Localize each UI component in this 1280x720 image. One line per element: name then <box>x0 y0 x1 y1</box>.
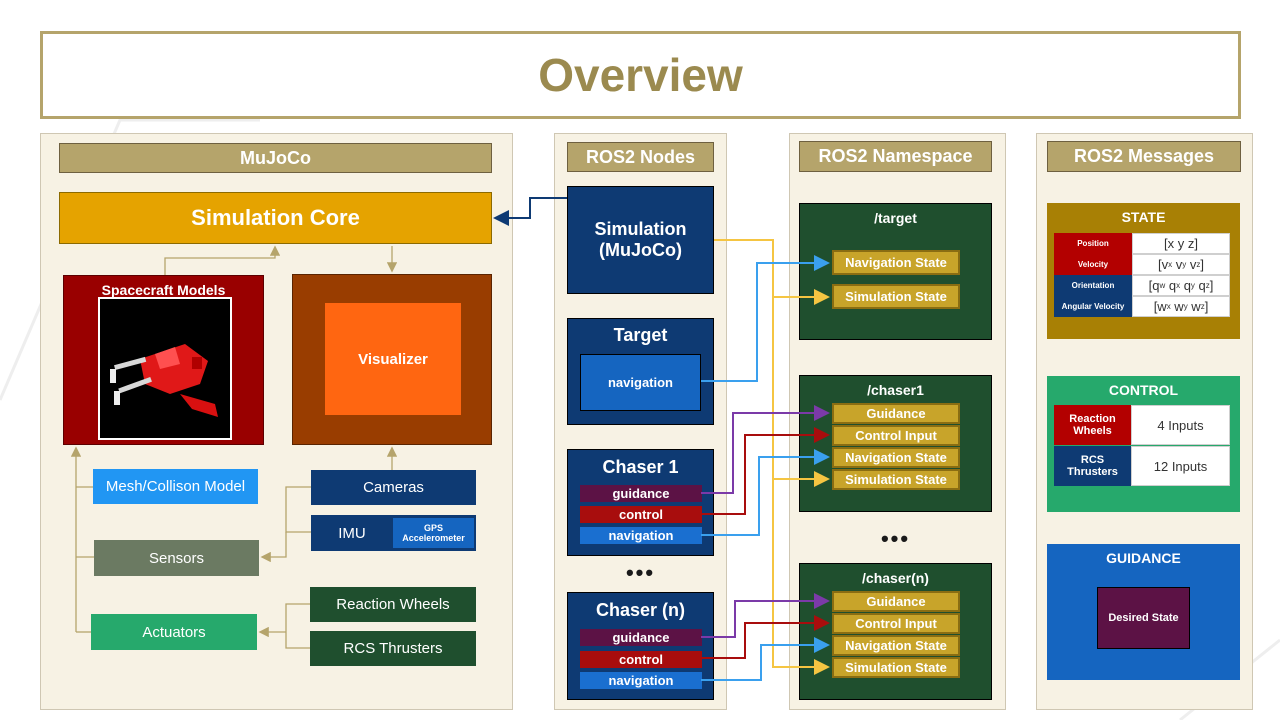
rcs-thrusters[interactable]: RCS Thrusters <box>310 631 476 666</box>
chaser1-simulation-state-topic[interactable]: Simulation State <box>832 469 960 490</box>
chaser1-navigation-state-topic[interactable]: Navigation State <box>832 447 960 468</box>
target-node-title: Target <box>613 325 668 345</box>
chaser1-node-title: Chaser 1 <box>602 457 679 477</box>
chasern-namespace-title: /chaser(n) <box>862 570 929 586</box>
simulation-node[interactable]: Simulation (MuJoCo) <box>567 186 714 294</box>
messages-header: ROS2 Messages <box>1047 141 1241 172</box>
chasern-navigation[interactable]: navigation <box>580 672 702 689</box>
imu-label: IMU <box>338 524 366 542</box>
control-reaction-wheels-label: Reaction Wheels <box>1054 405 1131 445</box>
namespace-ellipsis: ••• <box>880 526 911 551</box>
control-reaction-wheels-value: 4 Inputs <box>1131 405 1230 445</box>
state-orientation-label: Orientation <box>1054 275 1132 296</box>
state-position-label: Position <box>1054 233 1132 254</box>
chasern-node[interactable]: Chaser (n) guidance control navigation <box>567 592 714 700</box>
chasern-namespace: /chaser(n) Guidance Control Input Naviga… <box>799 563 992 700</box>
state-velocity-label: Velocity <box>1054 254 1132 275</box>
target-simulation-state-topic[interactable]: Simulation State <box>832 284 960 309</box>
title-banner: Overview <box>40 31 1241 119</box>
target-namespace: /target Navigation State Simulation Stat… <box>799 203 992 340</box>
spacecraft-models[interactable]: Spacecraft Models <box>63 275 264 445</box>
chaser1-node[interactable]: Chaser 1 guidance control navigation <box>567 449 714 556</box>
chasern-navigation-state-topic[interactable]: Navigation State <box>832 635 960 656</box>
chasern-control-input-topic[interactable]: Control Input <box>832 613 960 634</box>
chaser1-namespace-title: /chaser1 <box>867 382 924 398</box>
spacecraft-icon <box>110 344 218 417</box>
chaser1-navigation[interactable]: navigation <box>580 527 702 544</box>
target-navigation[interactable]: navigation <box>580 354 701 411</box>
chaser1-control-input-topic[interactable]: Control Input <box>832 425 960 446</box>
spacecraft-render-image <box>98 297 232 440</box>
guidance-message: GUIDANCE Desired State <box>1047 544 1240 680</box>
reaction-wheels[interactable]: Reaction Wheels <box>310 587 476 622</box>
control-rcs-thrusters-value: 12 Inputs <box>1131 446 1230 486</box>
target-namespace-title: /target <box>874 210 917 226</box>
nodes-header: ROS2 Nodes <box>567 142 714 172</box>
control-message-title: CONTROL <box>1108 382 1179 398</box>
chasern-control[interactable]: control <box>580 651 702 668</box>
chaser1-guidance-topic[interactable]: Guidance <box>832 403 960 424</box>
spacecraft-models-label: Spacecraft Models <box>101 282 226 298</box>
sensors[interactable]: Sensors <box>94 540 259 576</box>
imu-sensors-label: GPS Accelerometer <box>393 518 474 548</box>
control-message: CONTROL Reaction Wheels 4 Inputs RCS Thr… <box>1047 376 1240 512</box>
target-node[interactable]: Target navigation <box>567 318 714 425</box>
page-title: Overview <box>538 49 743 101</box>
state-angular-velocity-label: Angular Velocity <box>1054 296 1132 317</box>
guidance-message-title: GUIDANCE <box>1106 550 1181 566</box>
chaser1-control[interactable]: control <box>580 506 702 523</box>
mujoco-header: MuJoCo <box>59 143 492 173</box>
control-rcs-thrusters-label: RCS Thrusters <box>1054 446 1131 486</box>
chaser1-guidance[interactable]: guidance <box>580 485 702 502</box>
chasern-node-title: Chaser (n) <box>595 600 685 620</box>
state-position-value: [x y z] <box>1132 233 1230 254</box>
chasern-simulation-state-topic[interactable]: Simulation State <box>832 657 960 678</box>
nodes-ellipsis: ••• <box>625 560 656 585</box>
actuators[interactable]: Actuators <box>91 614 257 650</box>
namespace-header: ROS2 Namespace <box>799 141 992 172</box>
imu[interactable]: IMU GPS Accelerometer <box>311 515 476 551</box>
target-navigation-state-topic[interactable]: Navigation State <box>832 250 960 275</box>
mesh-collision-model[interactable]: Mesh/Collison Model <box>93 469 258 504</box>
cameras[interactable]: Cameras <box>311 470 476 505</box>
chasern-guidance[interactable]: guidance <box>580 629 702 646</box>
desired-state: Desired State <box>1097 587 1190 649</box>
chaser1-namespace: /chaser1 Guidance Control Input Navigati… <box>799 375 992 512</box>
simulation-core[interactable]: Simulation Core <box>59 192 492 244</box>
visualizer-container: Visualizer <box>292 274 492 445</box>
visualizer[interactable]: Visualizer <box>325 303 461 415</box>
state-message-title: STATE <box>1121 209 1166 225</box>
chasern-guidance-topic[interactable]: Guidance <box>832 591 960 612</box>
